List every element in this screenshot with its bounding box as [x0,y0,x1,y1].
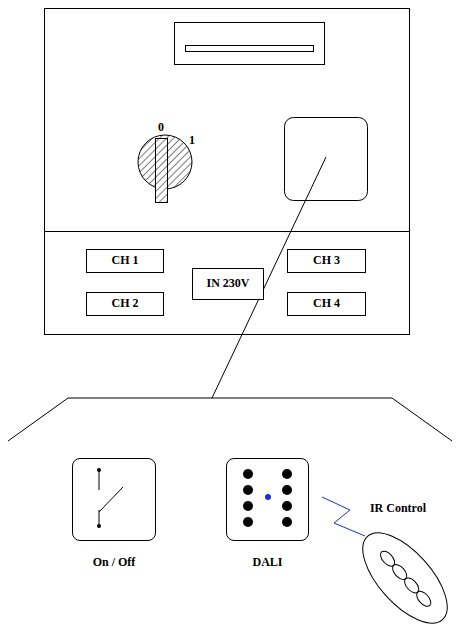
channel-box: CH 2 [86,292,164,316]
box-label: CH 4 [313,297,340,310]
module-caption: On / Off [93,556,136,569]
box-label: CH 1 [112,254,139,267]
module-caption: DALI [252,556,282,569]
channel-box: CH 3 [287,249,366,273]
box-label: CH 2 [112,297,139,310]
channel-box: CH 1 [86,249,164,273]
switch-position: 0 [158,121,164,134]
box-label: CH 3 [313,254,340,267]
power-input-box: IN 230V [192,268,264,300]
channel-box: CH 4 [287,292,366,316]
switch-module: On / Off [72,458,156,541]
dali-module: DALI [226,458,309,541]
ir-label: IR Control [370,502,426,515]
switch-position: 1 [189,134,195,147]
box-label: IN 230V [206,277,249,290]
